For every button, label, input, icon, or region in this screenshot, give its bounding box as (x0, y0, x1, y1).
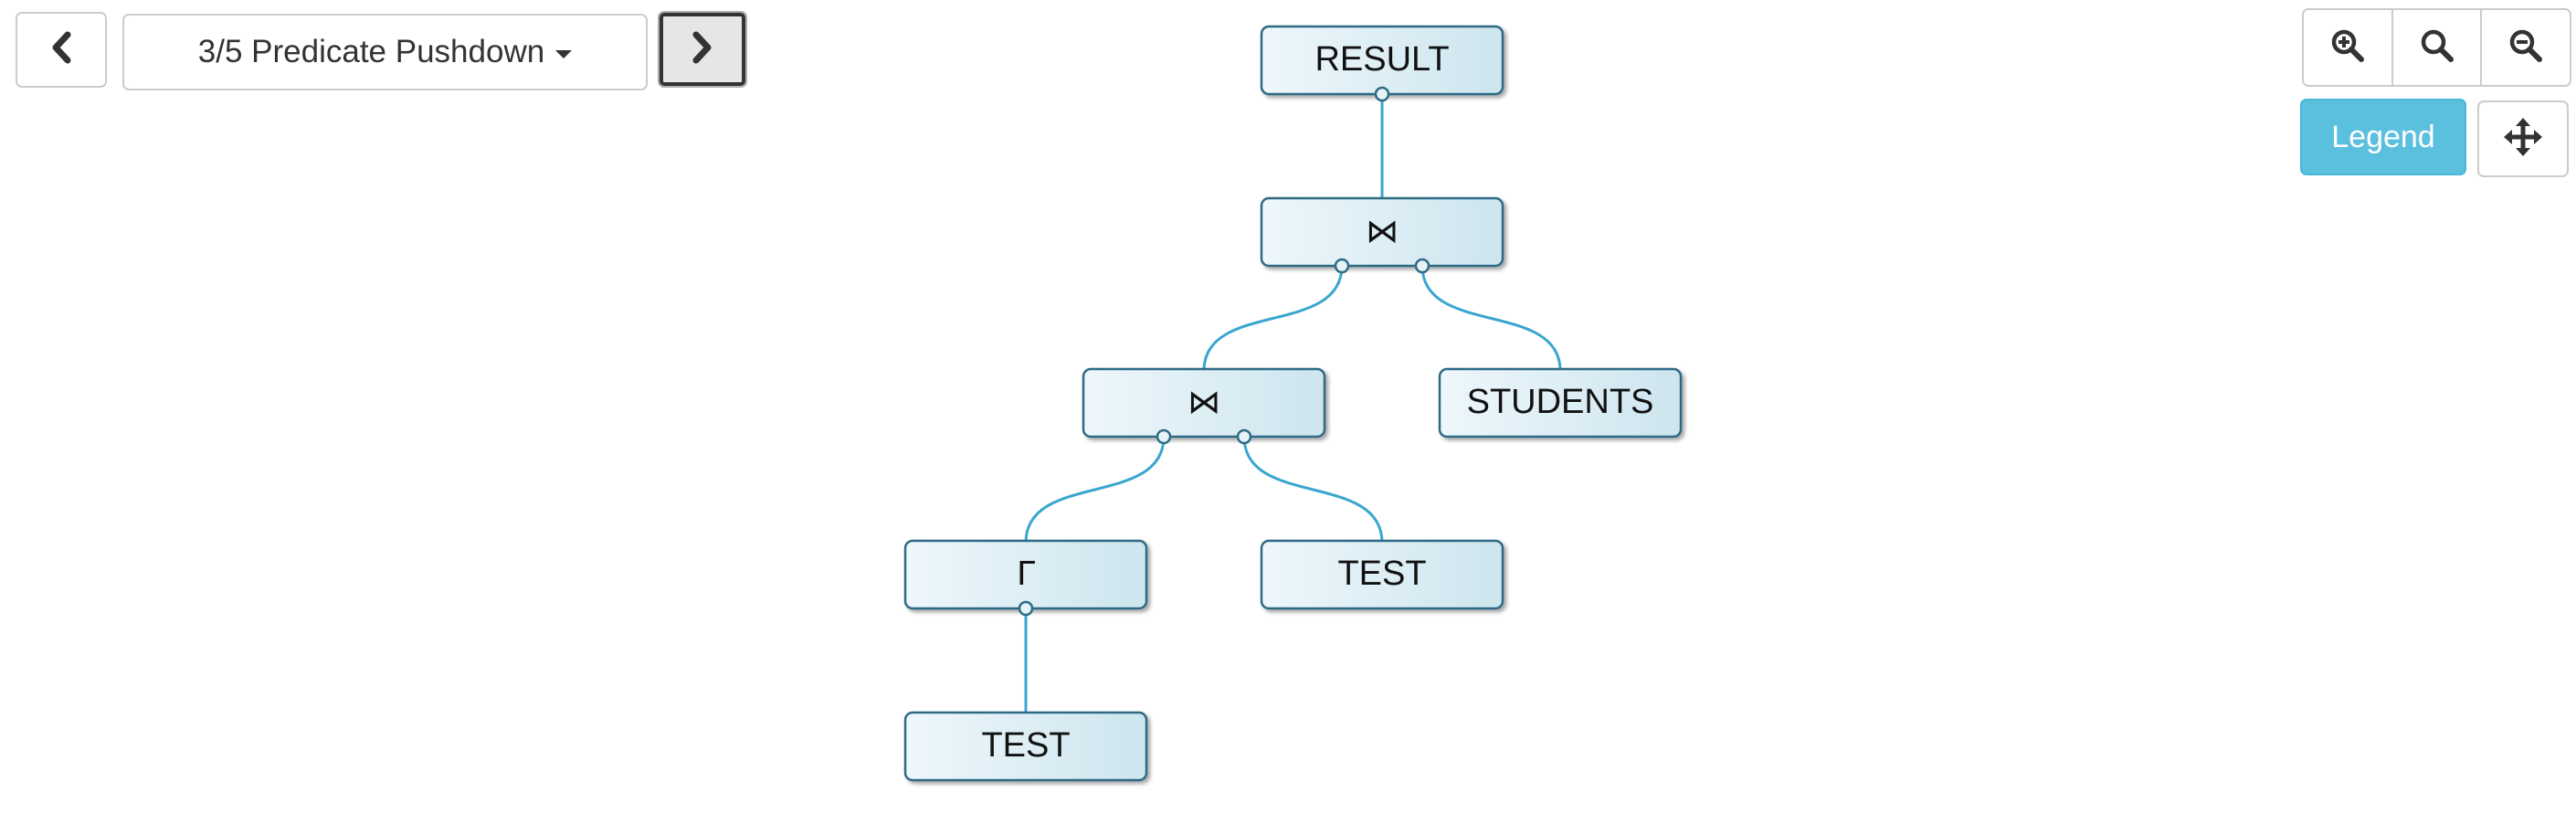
tree-edge (1420, 265, 1562, 372)
zoom-controls (2302, 8, 2571, 87)
tree-node-label: TEST (981, 726, 1070, 765)
tree-node-box (1260, 539, 1504, 610)
edge-port (1018, 600, 1034, 617)
zoom-reset-button[interactable] (2393, 10, 2483, 85)
tree-node-box (1438, 367, 1683, 438)
tree-node-join1[interactable]: ⋈ (1260, 196, 1504, 268)
tree-edges (1024, 93, 1562, 714)
tree-node-join2[interactable]: ⋈ (1082, 367, 1326, 438)
zoom-in-button[interactable] (2304, 10, 2393, 85)
step-select-dropdown[interactable]: 3/5 Predicate Pushdown (122, 14, 648, 90)
search-icon (2419, 27, 2455, 69)
tree-node-box (1082, 367, 1326, 438)
tree-node-label: Γ (1017, 555, 1035, 593)
tree-edge (1024, 436, 1166, 544)
edge-port (1414, 258, 1431, 274)
step-select-label: 3/5 Predicate Pushdown (197, 34, 545, 69)
move-arrows-icon (2504, 117, 2542, 161)
legend-button[interactable]: Legend (2300, 99, 2466, 175)
zoom-in-icon (2329, 27, 2366, 69)
tree-edge (1202, 265, 1344, 372)
chevron-right-icon (691, 31, 714, 69)
zoom-out-button[interactable] (2482, 10, 2570, 85)
edge-port (1374, 86, 1390, 102)
tree-node-test2[interactable]: TEST (903, 711, 1148, 782)
tree-node-result[interactable]: RESULT (1260, 25, 1504, 96)
previous-step-button[interactable] (16, 12, 107, 88)
tree-node-test1[interactable]: TEST (1260, 539, 1504, 610)
tree-nodes: RESULT ⋈ ⋈ STUDENTS Γ TEST TEST (903, 25, 1683, 782)
next-step-button[interactable] (658, 11, 747, 88)
tree-node-students[interactable]: STUDENTS (1438, 367, 1683, 438)
tree-ports (1018, 86, 1431, 617)
tree-node-box (903, 711, 1148, 782)
caret-down-icon (555, 49, 573, 58)
chevron-left-icon (49, 31, 73, 69)
move-button[interactable] (2477, 100, 2569, 177)
tree-node-label: TEST (1337, 555, 1426, 593)
edge-port (1236, 428, 1252, 445)
zoom-out-icon (2507, 27, 2544, 69)
tree-node-box (1260, 196, 1504, 268)
tree-node-label: ⋈ (1366, 213, 1399, 250)
edge-port (1156, 428, 1172, 445)
tree-node-label: ⋈ (1188, 384, 1220, 421)
tree-node-label: RESULT (1314, 40, 1449, 79)
edge-port (1334, 258, 1350, 274)
tree-node-label: STUDENTS (1467, 383, 1654, 421)
tree-edge (1242, 436, 1384, 544)
tree-node-gamma[interactable]: Γ (903, 539, 1148, 610)
